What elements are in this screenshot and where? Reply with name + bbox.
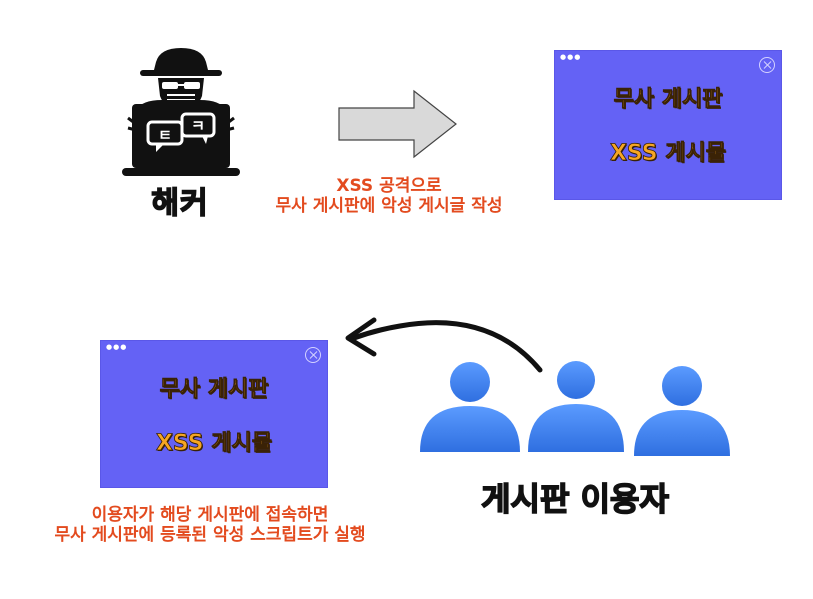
users-group (420, 361, 730, 456)
window-dots: ●●● (560, 53, 582, 61)
user-icon (420, 362, 520, 452)
svg-text:ㅌ: ㅌ (158, 126, 172, 144)
user-icon (528, 361, 624, 452)
close-icon (759, 57, 775, 73)
close-icon (305, 347, 321, 363)
attack-caption-line2: 무사 게시판에 악성 게시글 작성 (275, 196, 503, 216)
users-label: 게시판 이용자 (480, 479, 669, 519)
access-caption: 이용자가 해당 게시판에 접속하면 무사 게시판에 등록된 악성 스크립트가 실… (10, 505, 410, 545)
board-window-top: ●●● 무사 게시판 XSS 게시물 (554, 50, 782, 200)
board-post: XSS 게시물 (609, 141, 727, 167)
board-post: XSS 게시물 (155, 431, 273, 457)
user-icon (634, 366, 730, 456)
access-caption-line1: 이용자가 해당 게시판에 접속하면 (91, 505, 329, 525)
board-title: 무사 게시판 (159, 377, 269, 403)
board-window-bottom: ●●● 무사 게시판 XSS 게시물 (100, 340, 328, 488)
access-caption-line2: 무사 게시판에 등록된 악성 스크립트가 실행 (54, 525, 366, 545)
window-dots: ●●● (106, 343, 128, 351)
hacker-label: 해커 (151, 185, 209, 222)
board-title: 무사 게시판 (613, 87, 723, 113)
hacker-icon: ㅌ ㅋ (122, 48, 240, 176)
curved-arrow-icon (345, 317, 543, 373)
attack-caption-line1: XSS 공격으로 (336, 176, 442, 196)
right-arrow-icon (338, 89, 457, 159)
attack-caption: XSS 공격으로 무사 게시판에 악성 게시글 작성 (228, 176, 550, 216)
svg-text:ㅋ: ㅋ (191, 117, 205, 135)
